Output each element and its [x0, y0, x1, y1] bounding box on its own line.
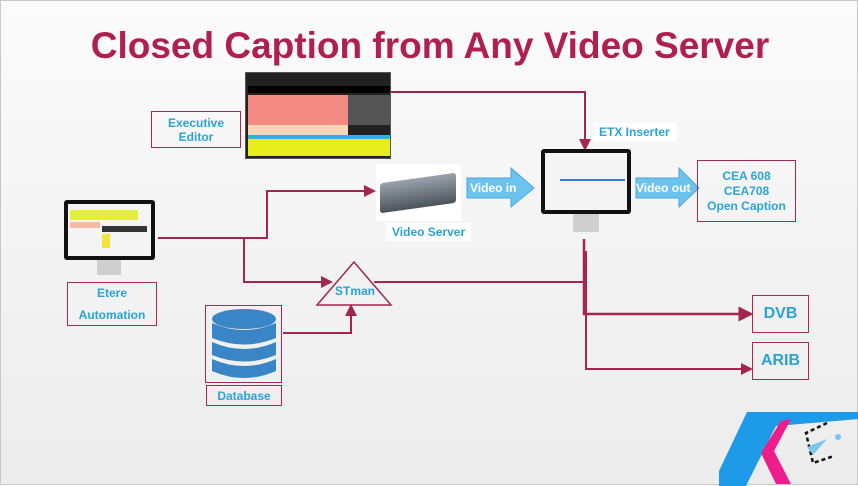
etx-inserter-label: ETX Inserter — [593, 123, 676, 141]
page-title: Closed Caption from Any Video Server — [90, 25, 770, 66]
video-server-label: Video Server — [386, 223, 472, 241]
executive-editor-label: Executive Editor — [151, 111, 241, 148]
output-cea708: CEA708 — [723, 183, 770, 198]
arib-box: ARIB — [752, 342, 809, 380]
video-server-icon — [376, 164, 461, 221]
etere-automation-label: Etere Automation — [67, 282, 157, 326]
label-line: Executive — [167, 115, 225, 130]
database-label: Database — [206, 385, 282, 406]
video-in-arrow — [466, 166, 535, 209]
video-out-label: Video out — [636, 181, 691, 195]
database-icon — [212, 309, 276, 378]
label-line: Automation — [78, 308, 146, 322]
database-box — [205, 305, 282, 383]
label-line: Etere — [96, 286, 128, 300]
output-open-caption: Open Caption — [707, 198, 786, 213]
automation-monitor — [64, 200, 155, 276]
output-cea608: CEA 608 — [722, 168, 771, 183]
stman-triangle — [315, 260, 393, 306]
label-line: Editor — [178, 129, 214, 144]
output-formats-box: CEA 608 CEA708 Open Caption — [697, 160, 796, 222]
video-in-label: Video in — [470, 181, 517, 195]
executive-editor-screenshot — [245, 72, 391, 159]
dvb-box: DVB — [752, 295, 809, 333]
video-out-arrow — [635, 166, 700, 209]
etx-inserter-monitor — [541, 149, 631, 233]
company-logo — [719, 412, 858, 486]
stman-label: STman — [334, 284, 375, 298]
